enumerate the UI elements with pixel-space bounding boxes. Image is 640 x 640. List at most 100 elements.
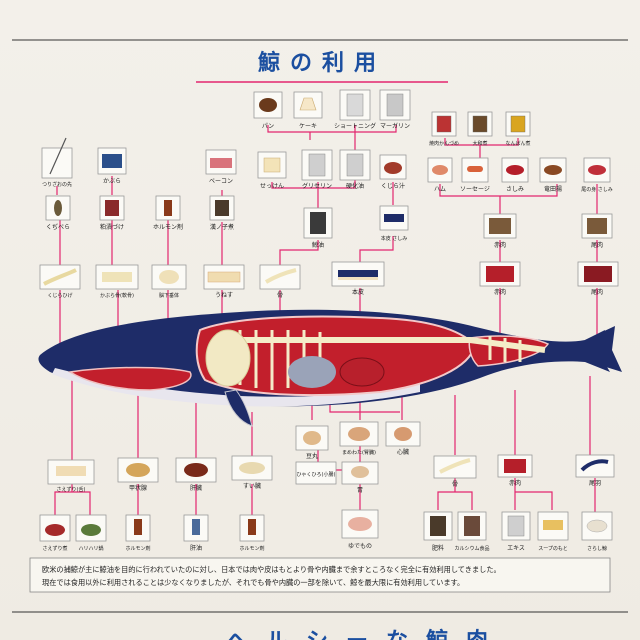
part-hone: 骨: [259, 264, 301, 299]
svg-text:エキス: エキス: [507, 545, 525, 552]
svg-text:本皮: 本皮: [352, 288, 364, 296]
item-geiyu: 鯨油: [303, 207, 333, 249]
svg-text:さしみ: さしみ: [506, 186, 524, 193]
svg-text:骨: 骨: [452, 481, 458, 488]
svg-text:ホルモン剤: ホルモン剤: [239, 545, 264, 552]
item-pan: パン: [253, 91, 283, 130]
item-ham: ハム: [427, 157, 453, 193]
part-kanzou: 肝臓: [175, 457, 217, 492]
svg-text:赤肉: 赤肉: [509, 479, 521, 487]
svg-text:せっけん: せっけん: [260, 183, 284, 190]
svg-text:うねす: うねす: [215, 292, 233, 299]
item-sausage: ソーセージ: [460, 157, 490, 193]
item-kanyu: 肝油: [183, 514, 209, 552]
item-yamato-ni: 大和煮: [467, 111, 493, 147]
svg-text:くじらひげ: くじらひげ: [47, 292, 72, 299]
svg-text:肝油: 肝油: [190, 544, 202, 552]
item-extract: エキス: [501, 511, 531, 552]
svg-text:ベーコン: ベーコン: [209, 178, 233, 185]
caption-line-1: 欧米の捕鯨が主に鯨油を目的に行われていたのに対し、日本では肉や皮はもとより骨や内…: [42, 565, 501, 574]
svg-text:スープのもと: スープのもと: [538, 546, 568, 552]
svg-text:グリセリン: グリセリン: [302, 182, 332, 190]
item-shortening: ショートニング: [334, 89, 376, 130]
svg-text:尾羽: 尾羽: [589, 480, 601, 487]
item-sarashi-kujira: さらし鯨: [581, 511, 613, 552]
part-hyakuhiro: ひゃくひろ(小腸): [295, 461, 337, 485]
part-akaniku: 赤肉: [479, 261, 521, 296]
part-unosu: うねす: [203, 264, 245, 299]
item-bacon: ベーコン: [205, 149, 237, 185]
svg-text:硬化油: 硬化油: [346, 182, 364, 190]
caption-line-2: 現在では食用以外に利用されることは少なくなりましたが、それでも骨や内臓の一部を除…: [42, 578, 464, 587]
part-kabura-bone: かぶら骨(軟骨): [95, 264, 139, 299]
svg-text:尾の身 さしみ: 尾の身 さしみ: [581, 186, 613, 193]
svg-text:鯨油: 鯨油: [312, 241, 324, 249]
svg-text:ハム: ハム: [434, 186, 446, 193]
svg-text:ホルモン剤: ホルモン剤: [125, 545, 150, 552]
svg-text:骨: 骨: [277, 292, 283, 299]
part-onomi: 尾肉: [577, 261, 619, 296]
svg-text:ケーキ: ケーキ: [299, 123, 317, 130]
item-tatsuta-age: 竜田揚: [539, 157, 567, 193]
svg-text:まめわた(腎臓): まめわた(腎臓): [342, 449, 376, 456]
item-glycerin: グリセリン: [301, 149, 333, 190]
part-mame-wata: まめわた(腎臓): [339, 421, 379, 456]
item-soup: スープのもと: [537, 511, 569, 552]
svg-text:赤肉: 赤肉: [494, 288, 506, 296]
part-hone-low: 骨: [433, 455, 477, 488]
svg-text:尾肉: 尾肉: [591, 241, 603, 249]
svg-text:胃: 胃: [357, 487, 363, 494]
connector-lines: [54, 125, 598, 515]
svg-text:ハリハリ鍋: ハリハリ鍋: [78, 545, 103, 552]
svg-text:さえずり(舌): さえずり(舌): [57, 486, 86, 493]
part-honkawa: 本皮: [331, 261, 385, 296]
item-kasu-zuke: 粕漬づけ: [99, 195, 125, 231]
item-onomi-sashimi: 尾の身 さしみ: [581, 157, 613, 193]
item-nanban-ni: なんばん煮: [505, 111, 531, 147]
svg-text:漢ノ子煮: 漢ノ子煮: [210, 223, 234, 231]
svg-text:パン: パン: [262, 123, 274, 130]
svg-text:さらし鯨: さらし鯨: [587, 545, 607, 552]
item-saezuri-ni: さえずり煮: [39, 514, 71, 552]
item-onomi-box: 尾肉: [581, 213, 613, 249]
svg-text:大和煮: 大和煮: [472, 140, 487, 147]
item-sekken: せっけん: [257, 151, 287, 190]
svg-text:すい臓: すい臓: [243, 482, 261, 490]
svg-text:ゆでもの: ゆでもの: [348, 543, 372, 550]
item-kujira-beni: くぢべら: [45, 195, 71, 231]
bottom-section-title: ヘルシーな鯨肉: [226, 628, 506, 640]
part-koujousen: 甲状腺: [117, 457, 159, 492]
item-hormone-b: ホルモン剤: [239, 514, 265, 552]
svg-text:豆丸: 豆丸: [306, 452, 318, 460]
item-genshi-ko: 漢ノ子煮: [209, 195, 235, 231]
svg-text:心臓: 心臓: [397, 448, 409, 456]
svg-text:さえずり煮: さえずり煮: [42, 545, 67, 552]
svg-text:焼肉かんづめ: 焼肉かんづめ: [429, 140, 459, 147]
svg-text:くじら汁: くじら汁: [381, 182, 405, 190]
svg-text:マーガリン: マーガリン: [380, 122, 410, 130]
svg-text:肝臓: 肝臓: [190, 484, 202, 492]
svg-text:くぢべら: くぢべら: [46, 223, 70, 231]
item-yakiniku-can: 焼肉かんづめ: [429, 111, 459, 147]
caption-box: [29, 557, 611, 593]
item-kouka-yu: 硬化油: [339, 149, 371, 190]
item-calcium: カルシウム食品: [454, 511, 490, 552]
svg-text:脳下垂体: 脳下垂体: [159, 292, 179, 299]
svg-text:カルシウム食品: カルシウム食品: [454, 545, 489, 552]
item-sashimi: さしみ: [501, 157, 529, 193]
svg-text:ひゃくひろ(小腸): ひゃくひろ(小腸): [297, 471, 336, 478]
item-tsurizao: つりざおの先: [41, 137, 73, 188]
svg-text:かぶら骨(軟骨): かぶら骨(軟骨): [100, 292, 134, 299]
svg-text:赤肉: 赤肉: [494, 241, 506, 249]
svg-text:ホルモン剤: ホルモン剤: [153, 223, 183, 231]
part-saezuri: さえずり(舌): [47, 459, 95, 493]
page-title: 鯨の利用: [257, 50, 386, 76]
item-cake: ケーキ: [293, 91, 323, 130]
part-suizou: すい臓: [231, 455, 273, 490]
item-harihari-nabe: ハリハリ鍋: [75, 514, 107, 552]
item-hiryou: 肥料: [423, 511, 453, 552]
part-i: 胃: [341, 461, 379, 494]
part-noukasuitai: 脳下垂体: [151, 264, 187, 299]
item-margarine: マーガリン: [379, 89, 411, 130]
